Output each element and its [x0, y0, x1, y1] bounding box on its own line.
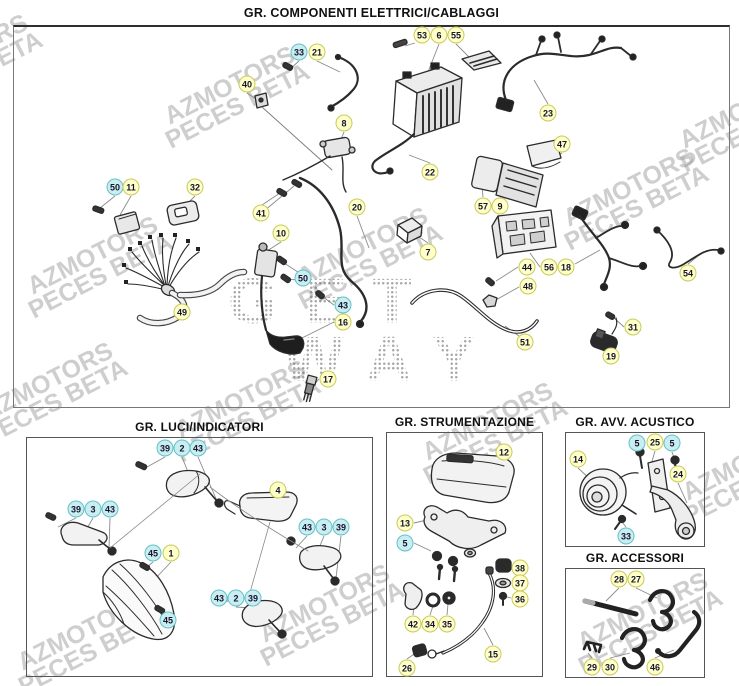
callout-strumentazione-35: 35 — [438, 615, 456, 633]
callout-elettrici-19: 19 — [602, 347, 620, 365]
callout-acustico-33: 33 — [617, 527, 635, 545]
callout-luci-3: 3 — [84, 500, 102, 518]
callout-elettrici-10: 10 — [272, 224, 290, 242]
callout-accessori-29: 29 — [583, 658, 601, 676]
callout-accessori-27: 27 — [627, 570, 645, 588]
callout-accessori-46: 46 — [646, 658, 664, 676]
panel-title-acustico: GR. AVV. ACUSTICO — [575, 415, 695, 429]
callout-elettrici-7: 7 — [419, 243, 437, 261]
callout-acustico-24: 24 — [669, 465, 687, 483]
callout-elettrici-51: 51 — [516, 333, 534, 351]
callout-elettrici-53: 53 — [413, 26, 431, 44]
callout-acustico-14: 14 — [569, 450, 587, 468]
callout-elettrici-22: 22 — [421, 163, 439, 181]
callout-elettrici-8: 8 — [335, 114, 353, 132]
callout-luci-1: 1 — [162, 544, 180, 562]
callout-elettrici-55: 55 — [447, 26, 465, 44]
callout-acustico-25: 25 — [646, 433, 664, 451]
panel-box-strumentazione — [386, 432, 543, 677]
callout-elettrici-6: 6 — [430, 26, 448, 44]
callout-elettrici-16: 16 — [334, 313, 352, 331]
callout-strumentazione-12: 12 — [495, 443, 513, 461]
callout-luci-2: 2 — [173, 439, 191, 457]
callout-elettrici-18: 18 — [557, 258, 575, 276]
callout-elettrici-40: 40 — [238, 75, 256, 93]
callout-elettrici-41: 41 — [252, 204, 270, 222]
callout-elettrici-49: 49 — [173, 303, 191, 321]
panel-box-luci — [26, 437, 373, 677]
callout-elettrici-20: 20 — [348, 198, 366, 216]
callout-elettrici-11: 11 — [122, 178, 140, 196]
callout-elettrici-43: 43 — [334, 296, 352, 314]
callout-luci-43: 43 — [210, 589, 228, 607]
callout-acustico-5: 5 — [663, 434, 681, 452]
callout-strumentazione-37: 37 — [511, 574, 529, 592]
callout-elettrici-44: 44 — [518, 258, 536, 276]
callout-accessori-30: 30 — [601, 658, 619, 676]
callout-luci-45: 45 — [159, 611, 177, 629]
callout-elettrici-23: 23 — [539, 104, 557, 122]
callout-elettrici-33: 33 — [290, 43, 308, 61]
callout-elettrici-57: 57 — [474, 197, 492, 215]
panel-box-accessori — [565, 568, 705, 678]
callout-strumentazione-34: 34 — [421, 615, 439, 633]
callout-strumentazione-26: 26 — [398, 659, 416, 677]
callout-luci-43: 43 — [189, 439, 207, 457]
callout-luci-3: 3 — [315, 518, 333, 536]
panel-box-elettrici — [13, 25, 730, 408]
callout-strumentazione-15: 15 — [484, 645, 502, 663]
callout-acustico-5: 5 — [628, 434, 646, 452]
callout-elettrici-9: 9 — [491, 197, 509, 215]
callout-strumentazione-13: 13 — [396, 514, 414, 532]
callout-luci-43: 43 — [298, 518, 316, 536]
callout-elettrici-48: 48 — [519, 277, 537, 295]
callout-elettrici-50: 50 — [106, 178, 124, 196]
callout-strumentazione-5: 5 — [396, 534, 414, 552]
callout-accessori-28: 28 — [610, 570, 628, 588]
callout-elettrici-17: 17 — [319, 370, 337, 388]
callout-luci-39: 39 — [332, 518, 350, 536]
callout-strumentazione-36: 36 — [511, 590, 529, 608]
callout-luci-39: 39 — [244, 589, 262, 607]
panel-title-accessori: GR. ACCESSORI — [585, 551, 685, 565]
callout-elettrici-50: 50 — [294, 269, 312, 287]
callout-elettrici-21: 21 — [308, 43, 326, 61]
callout-luci-43: 43 — [101, 500, 119, 518]
callout-luci-39: 39 — [156, 439, 174, 457]
callout-luci-2: 2 — [227, 589, 245, 607]
callout-elettrici-54: 54 — [679, 264, 697, 282]
callout-strumentazione-42: 42 — [404, 615, 422, 633]
panel-title-luci: GR. LUCI/INDICATORI — [135, 420, 264, 434]
callout-luci-45: 45 — [144, 544, 162, 562]
callout-elettrici-56: 56 — [540, 258, 558, 276]
panel-title-elettrici: GR. COMPONENTI ELETTRICI/CABLAGGI — [243, 6, 500, 20]
callout-elettrici-31: 31 — [624, 318, 642, 336]
callout-elettrici-32: 32 — [186, 178, 204, 196]
panel-title-strumentazione: GR. STRUMENTAZIONE — [394, 415, 535, 429]
callout-luci-39: 39 — [67, 500, 85, 518]
panel-box-acustico — [565, 432, 705, 547]
callout-elettrici-47: 47 — [553, 135, 571, 153]
callout-luci-4: 4 — [269, 481, 287, 499]
